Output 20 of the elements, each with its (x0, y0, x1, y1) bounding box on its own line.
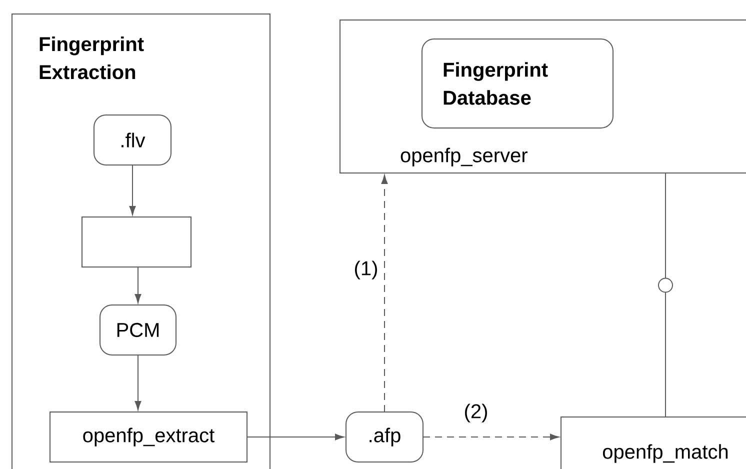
arrow (134, 266, 142, 304)
arrow (381, 174, 388, 412)
process-box: PCM (100, 304, 176, 356)
server-label: openfp_server (400, 148, 528, 166)
arrow (246, 434, 344, 440)
arrow (422, 434, 560, 440)
connector (658, 172, 673, 418)
process-box: openfp_match (560, 416, 746, 469)
group-heading: Fingerprint Extraction (40, 36, 144, 80)
group-box (12, 14, 270, 469)
process-box: .afp (346, 412, 424, 462)
process-box (82, 216, 192, 268)
process-box: .flv (94, 114, 172, 166)
edge-label: (1) (352, 258, 380, 282)
arrow (129, 164, 136, 216)
database-box: Fingerprint Database (422, 38, 614, 128)
arrow (134, 354, 142, 410)
group-box (340, 20, 746, 174)
process-box: openfp_extract (50, 412, 248, 462)
edge-label: (2) (462, 402, 490, 424)
